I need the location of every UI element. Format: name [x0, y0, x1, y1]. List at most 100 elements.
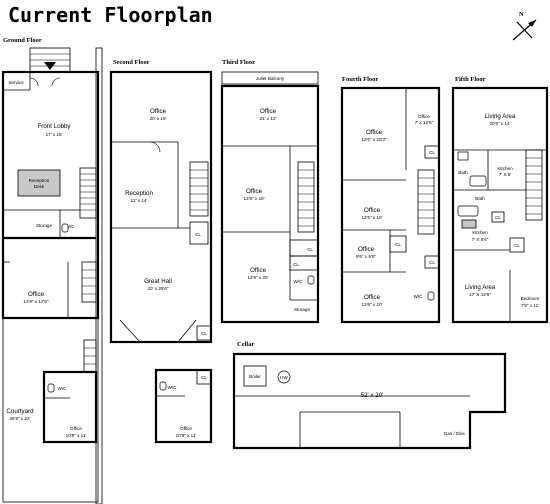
ground-service-label: Service — [8, 80, 24, 85]
fifth-bath2-label: Bath — [475, 196, 485, 201]
second-cl1-label: CL — [195, 232, 201, 237]
bathtub-icon — [457, 205, 479, 217]
toilet-icon — [427, 291, 435, 301]
second-great-hall-label: Great Hall — [144, 278, 172, 285]
third-office3-label: Office — [250, 267, 267, 274]
fourth-floor-label: Fourth Floor — [342, 76, 378, 83]
second-reception-label: Reception — [125, 190, 153, 197]
ground-rear-stairs — [81, 261, 97, 303]
second-rear-office-dim: 10'9" x 11' — [176, 433, 197, 438]
toilet-icon — [47, 383, 55, 393]
fourth-cl2-label: CL — [395, 242, 401, 247]
fourth-office2-label: Office — [418, 114, 430, 119]
second-cl2-label: CL — [201, 331, 207, 336]
compass-label: N — [519, 11, 524, 18]
fifth-cl2-label: CL — [514, 243, 520, 248]
fifth-stairs — [525, 149, 543, 221]
fourth-office3-dim: 13'6" x 10' — [361, 215, 382, 220]
ground-front-lobby-label: Front Lobby — [37, 123, 71, 130]
second-reception-dim: 12' x 14' — [131, 198, 148, 203]
ground-courtyard-label: Courtyard — [6, 408, 34, 415]
third-floor-label: Third Floor — [222, 59, 255, 66]
toilet-icon — [307, 275, 315, 285]
fourth-office2-dim: 7' x 12'6" — [415, 120, 434, 125]
ground-wc-label: W/C — [66, 224, 76, 229]
third-office2-label: Office — [246, 188, 263, 195]
fifth-kitchen2-label: Kitchen — [472, 230, 488, 235]
second-stairs — [189, 161, 209, 217]
ground-front-lobby-dim: 17' x 16' — [46, 132, 63, 137]
bathtub-icon — [469, 175, 487, 187]
cellar-boiler-label: Boiler — [249, 374, 261, 379]
third-office3-dim: 13'6" x 20' — [247, 275, 268, 280]
fifth-living1-label: Living Area — [485, 113, 516, 120]
toilet-icon — [159, 381, 167, 391]
second-floor-label: Second Floor — [113, 59, 150, 66]
third-office2-dim: 13'6" x 19' — [243, 196, 264, 201]
fifth-bath1-label: Bath — [458, 170, 468, 175]
fourth-office1-dim: 13'6" x 20'3" — [361, 137, 387, 142]
third-balcony-label: Juliet Balcony — [256, 76, 285, 81]
second-wc-label: W/C — [168, 385, 178, 390]
third-floor-plan: Third Floor Juliet Balcony Office 21' x … — [220, 59, 320, 324]
courtyard-outline — [2, 317, 99, 503]
north-compass-icon: N — [512, 11, 537, 41]
ground-storage-label: Storage — [36, 223, 53, 228]
ground-reception-desk-label-2: Desk — [34, 184, 45, 189]
ground-stairs — [79, 167, 97, 219]
ground-office-label: Office — [28, 291, 45, 298]
second-rear-office-label: Office — [180, 426, 192, 431]
third-cl1-label: CL — [307, 247, 313, 252]
kitchen-counter — [461, 219, 477, 229]
ground-courtyard-dim: 36'8" x 22' — [9, 416, 30, 421]
cellar-gas-label: Gas / Elec. — [444, 431, 466, 436]
fourth-cl3-label: CL — [429, 260, 435, 265]
ground-floor-label: Ground Floor — [3, 37, 42, 44]
water-heater-icon — [277, 370, 291, 384]
fifth-living1-dim: 20'6" x 14' — [489, 121, 510, 126]
fifth-floor-plan: Fifth Floor Living Area 20'6" x 14' Bath… — [451, 76, 549, 324]
cellar-main-dim: 52' x 20' — [361, 392, 384, 399]
fifth-living2-label: Living Area — [465, 284, 496, 291]
third-storage-label: Storage — [294, 307, 311, 312]
ground-rear-office-stairs — [83, 339, 97, 373]
reception-desk — [17, 169, 61, 197]
ground-floor-plan: Ground Floor Service Front Lobby 17' x 1… — [1, 37, 103, 504]
page-title: Current Floorplan — [8, 3, 213, 27]
third-cl2-label: CL — [293, 262, 299, 267]
fifth-cl1-label: CL — [495, 215, 501, 220]
cellar-label: Cellar — [237, 341, 254, 348]
fourth-floor-plan: Fourth Floor Office 13'6" x 20'3" Office… — [340, 76, 441, 324]
ground-rear-office-dim: 10'8" x 11' — [66, 433, 87, 438]
fifth-kitchen1-label: Kitchen — [497, 166, 513, 171]
ground-rear-wc-label: W/C — [58, 386, 68, 391]
fourth-office5-label: Office — [364, 294, 381, 301]
fourth-wc-label: W/C — [414, 294, 424, 299]
third-office1-label: Office — [260, 108, 277, 115]
ground-office-dim: 13'9" x 12'6" — [23, 299, 49, 304]
entrance-arrow-icon — [44, 62, 56, 70]
third-wc-label: W/C — [294, 279, 304, 284]
second-cl3-label: CL — [201, 375, 207, 380]
toilet-icon — [61, 223, 69, 233]
fourth-office1-label: Office — [366, 129, 383, 136]
fourth-office4-label: Office — [358, 246, 375, 253]
second-floor-plan: Second Floor Office 20' x 19' Reception … — [109, 59, 213, 444]
fifth-kitchen2-dim: 7' X 8'6" — [472, 237, 489, 242]
fifth-bedroom-label: Bedroom — [521, 296, 540, 301]
fifth-bedroom-dim: 7'9" x 11' — [521, 303, 539, 308]
ground-rear-office-label: Office — [70, 426, 82, 431]
fourth-office4-dim: 9'6" x 9'6" — [356, 254, 376, 259]
fifth-kitchen1-dim: 7' X 6' — [499, 172, 512, 177]
ground-reception-desk-label-1: Reception — [29, 178, 50, 183]
fifth-floor-label: Fifth Floor — [455, 76, 486, 83]
fifth-living2-dim: 17' X 12'6" — [469, 292, 491, 297]
third-stairs — [297, 161, 315, 233]
second-office-label: Office — [150, 108, 167, 115]
second-office-dim: 20' x 19' — [150, 116, 167, 121]
fourth-stairs — [417, 169, 435, 235]
fourth-office3-label: Office — [364, 207, 381, 214]
fourth-cl1-label: CL — [429, 150, 435, 155]
fourth-office5-dim: 13'6" x 10' — [361, 302, 382, 307]
